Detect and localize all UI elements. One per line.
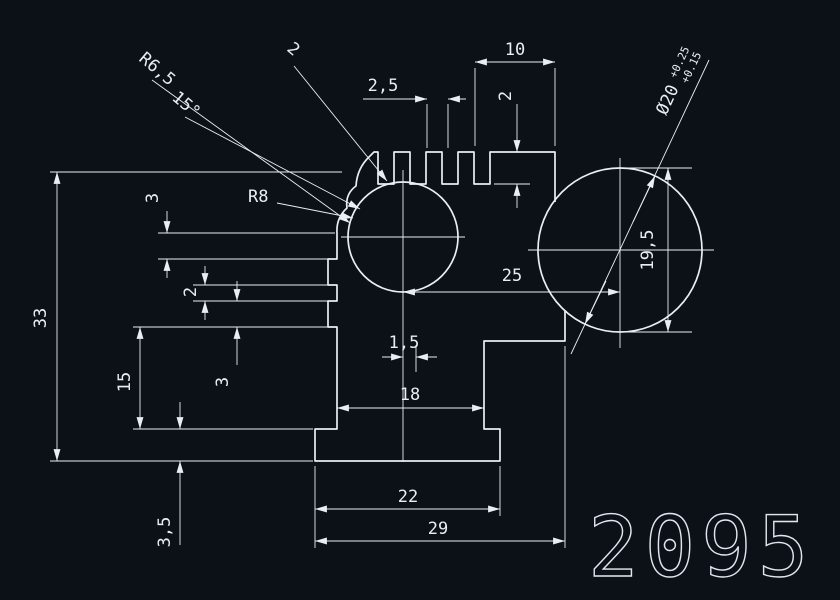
leader-line bbox=[293, 65, 388, 182]
dim-pitch-2-5: 2,5 bbox=[363, 76, 466, 103]
dim-r8-label: R8 bbox=[248, 187, 268, 207]
dim-2-depth-label: 2 bbox=[496, 91, 516, 101]
dim-stem-width-18: 18 bbox=[337, 385, 484, 412]
dim-2-5-label: 2,5 bbox=[368, 76, 399, 96]
dim-offset-1-5: 1,5 bbox=[382, 333, 437, 361]
dim-base-height-3-5: 3,5 bbox=[155, 402, 184, 548]
dim-base-width-22: 22 bbox=[315, 487, 500, 513]
dim-18-label: 18 bbox=[400, 385, 420, 405]
leader-line bbox=[184, 116, 361, 210]
dim-25-label: 25 bbox=[502, 266, 522, 286]
dim-center-distance-25: 25 bbox=[403, 266, 620, 296]
dim-3-upper-label: 3 bbox=[143, 193, 163, 203]
dim-22-label: 22 bbox=[398, 487, 418, 507]
drawing-number: 2095 bbox=[588, 498, 814, 596]
dim-3-lower-label: 3 bbox=[213, 377, 233, 387]
dim-left-step-3-upper: 3 bbox=[143, 193, 171, 278]
dim-10-label: 10 bbox=[505, 40, 525, 60]
dim-tooth-depth-2: 2 bbox=[496, 91, 521, 208]
dim-top-width-10: 10 bbox=[475, 40, 555, 66]
dim-3-5-label: 3,5 bbox=[155, 517, 175, 548]
dim-15-label: 15 bbox=[115, 372, 135, 392]
dim-1-5-label: 1,5 bbox=[389, 333, 420, 353]
dim-line bbox=[632, 175, 656, 223]
dim-overall-width-29: 29 bbox=[315, 519, 565, 545]
dim-line bbox=[584, 280, 607, 325]
dim-33-label: 33 bbox=[31, 308, 51, 328]
dim-19-5-label: 19,5 bbox=[638, 230, 658, 271]
dim-left-step-2: 2 bbox=[181, 266, 209, 320]
dim-boss-height-19-5: 19,5 bbox=[638, 168, 672, 332]
dim-lower-height-15: 15 bbox=[115, 327, 144, 429]
leader-line bbox=[276, 202, 354, 220]
dim-overall-height-33: 33 bbox=[31, 172, 61, 461]
leader-r8: R8 bbox=[248, 187, 354, 220]
dim-2-left-label: 2 bbox=[181, 287, 201, 297]
centerlines bbox=[341, 158, 714, 462]
dim-29-label: 29 bbox=[428, 519, 448, 539]
dim-left-step-3-lower: 3 bbox=[213, 281, 241, 387]
